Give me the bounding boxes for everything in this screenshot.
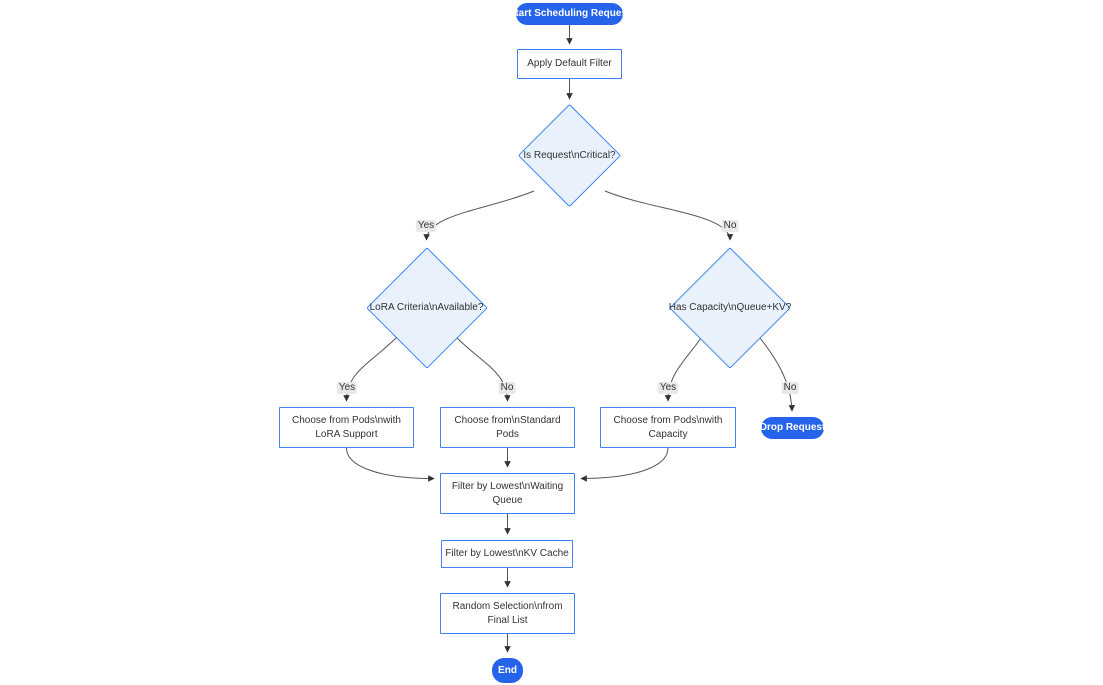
node-drop-request: Drop Request bbox=[760, 417, 825, 439]
edge-choosecapacity-to-filterqueue bbox=[580, 447, 669, 482]
edge-chooselora-to-filterqueue bbox=[346, 447, 435, 482]
node-decision-has-capacity: Has Capacity\nQueue+KV? bbox=[668, 246, 792, 369]
node-decision-is-critical: Is Request\nCritical? bbox=[517, 103, 622, 208]
edge-capacity-no-to-drop bbox=[759, 337, 796, 412]
edge-label-critical-yes: Yes bbox=[415, 220, 437, 232]
decision-label: LoRA Criteria\nAvailable? bbox=[369, 302, 484, 313]
decision-label: Is Request\nCritical? bbox=[523, 150, 616, 161]
node-filter-waiting-queue: Filter by Lowest\nWaiting Queue bbox=[440, 473, 575, 514]
edge-critical-yes-to-lora bbox=[423, 190, 535, 241]
node-random-selection: Random Selection\nfrom Final List bbox=[440, 593, 575, 634]
edge-label-critical-no: No bbox=[721, 220, 739, 232]
edge-label-capacity-no: No bbox=[781, 382, 799, 394]
edge-label-capacity-yes: Yes bbox=[657, 382, 679, 394]
node-decision-lora-criteria: LoRA Criteria\nAvailable? bbox=[365, 246, 488, 369]
edge-critical-no-to-capacity bbox=[604, 190, 734, 241]
node-filter-kv-cache: Filter by Lowest\nKV Cache bbox=[441, 540, 573, 568]
node-choose-capacity-pods: Choose from Pods\nwith Capacity bbox=[600, 407, 736, 448]
node-end: End bbox=[492, 658, 523, 683]
node-apply-default-filter: Apply Default Filter bbox=[517, 49, 622, 79]
node-start: Start Scheduling Request bbox=[509, 3, 630, 25]
decision-label: Has Capacity\nQueue+KV? bbox=[668, 302, 792, 313]
node-choose-lora-pods: Choose from Pods\nwith LoRA Support bbox=[279, 407, 414, 448]
node-choose-standard-pods: Choose from\nStandard Pods bbox=[440, 407, 575, 448]
edge-label-lora-yes: Yes bbox=[336, 382, 358, 394]
edge-label-lora-no: No bbox=[498, 382, 516, 394]
